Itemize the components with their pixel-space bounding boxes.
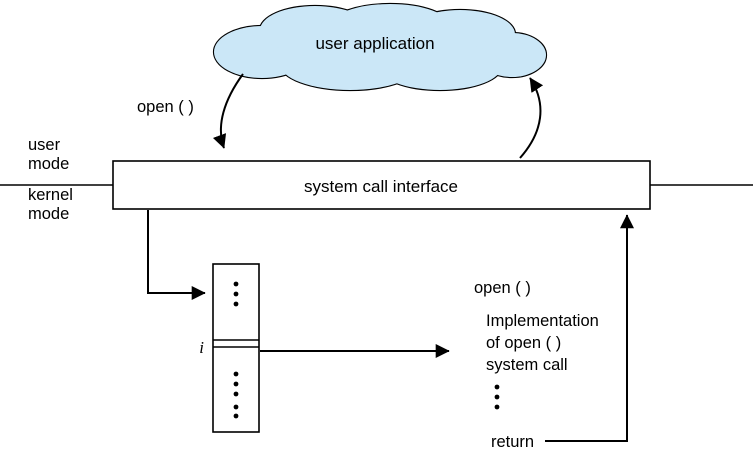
- table-ellipsis-bottom: [233, 404, 239, 419]
- user-mode-label: user mode: [28, 136, 69, 173]
- table-ellipsis-top: [233, 281, 239, 307]
- svg-text:mode: mode: [28, 205, 69, 223]
- svg-text:user: user: [28, 136, 61, 154]
- implementation-heading: open ( ): [474, 279, 531, 297]
- table-index-label: i: [199, 338, 204, 357]
- return-label: return: [491, 433, 534, 451]
- cloud-label: user application: [315, 34, 434, 53]
- system-call-interface-bar: [112, 160, 651, 210]
- kernel-mode-label: kernel mode: [28, 186, 73, 223]
- return-arrow-to-application: [519, 77, 544, 159]
- table-index-row-lines: [213, 339, 259, 348]
- arrow-return-to-interface: [545, 214, 634, 442]
- open-call-label: open ( ): [137, 98, 194, 116]
- table-ellipsis-middle: [233, 371, 239, 397]
- call-arrow-down: [212, 73, 244, 149]
- svg-text:Implementation: Implementation: [486, 312, 599, 330]
- implementation-ellipsis: [494, 384, 500, 410]
- svg-text:of open ( ): of open ( ): [486, 334, 561, 352]
- svg-text:kernel: kernel: [28, 186, 73, 204]
- system-call-interface-label: system call interface: [304, 177, 458, 196]
- user-application-cloud-fill: [214, 4, 546, 90]
- implementation-description: Implementation of open ( ) system call: [486, 312, 599, 374]
- syscall-table: [212, 263, 260, 433]
- arrow-interface-to-table: [147, 210, 206, 300]
- svg-text:mode: mode: [28, 155, 69, 173]
- svg-text:system call: system call: [486, 356, 568, 374]
